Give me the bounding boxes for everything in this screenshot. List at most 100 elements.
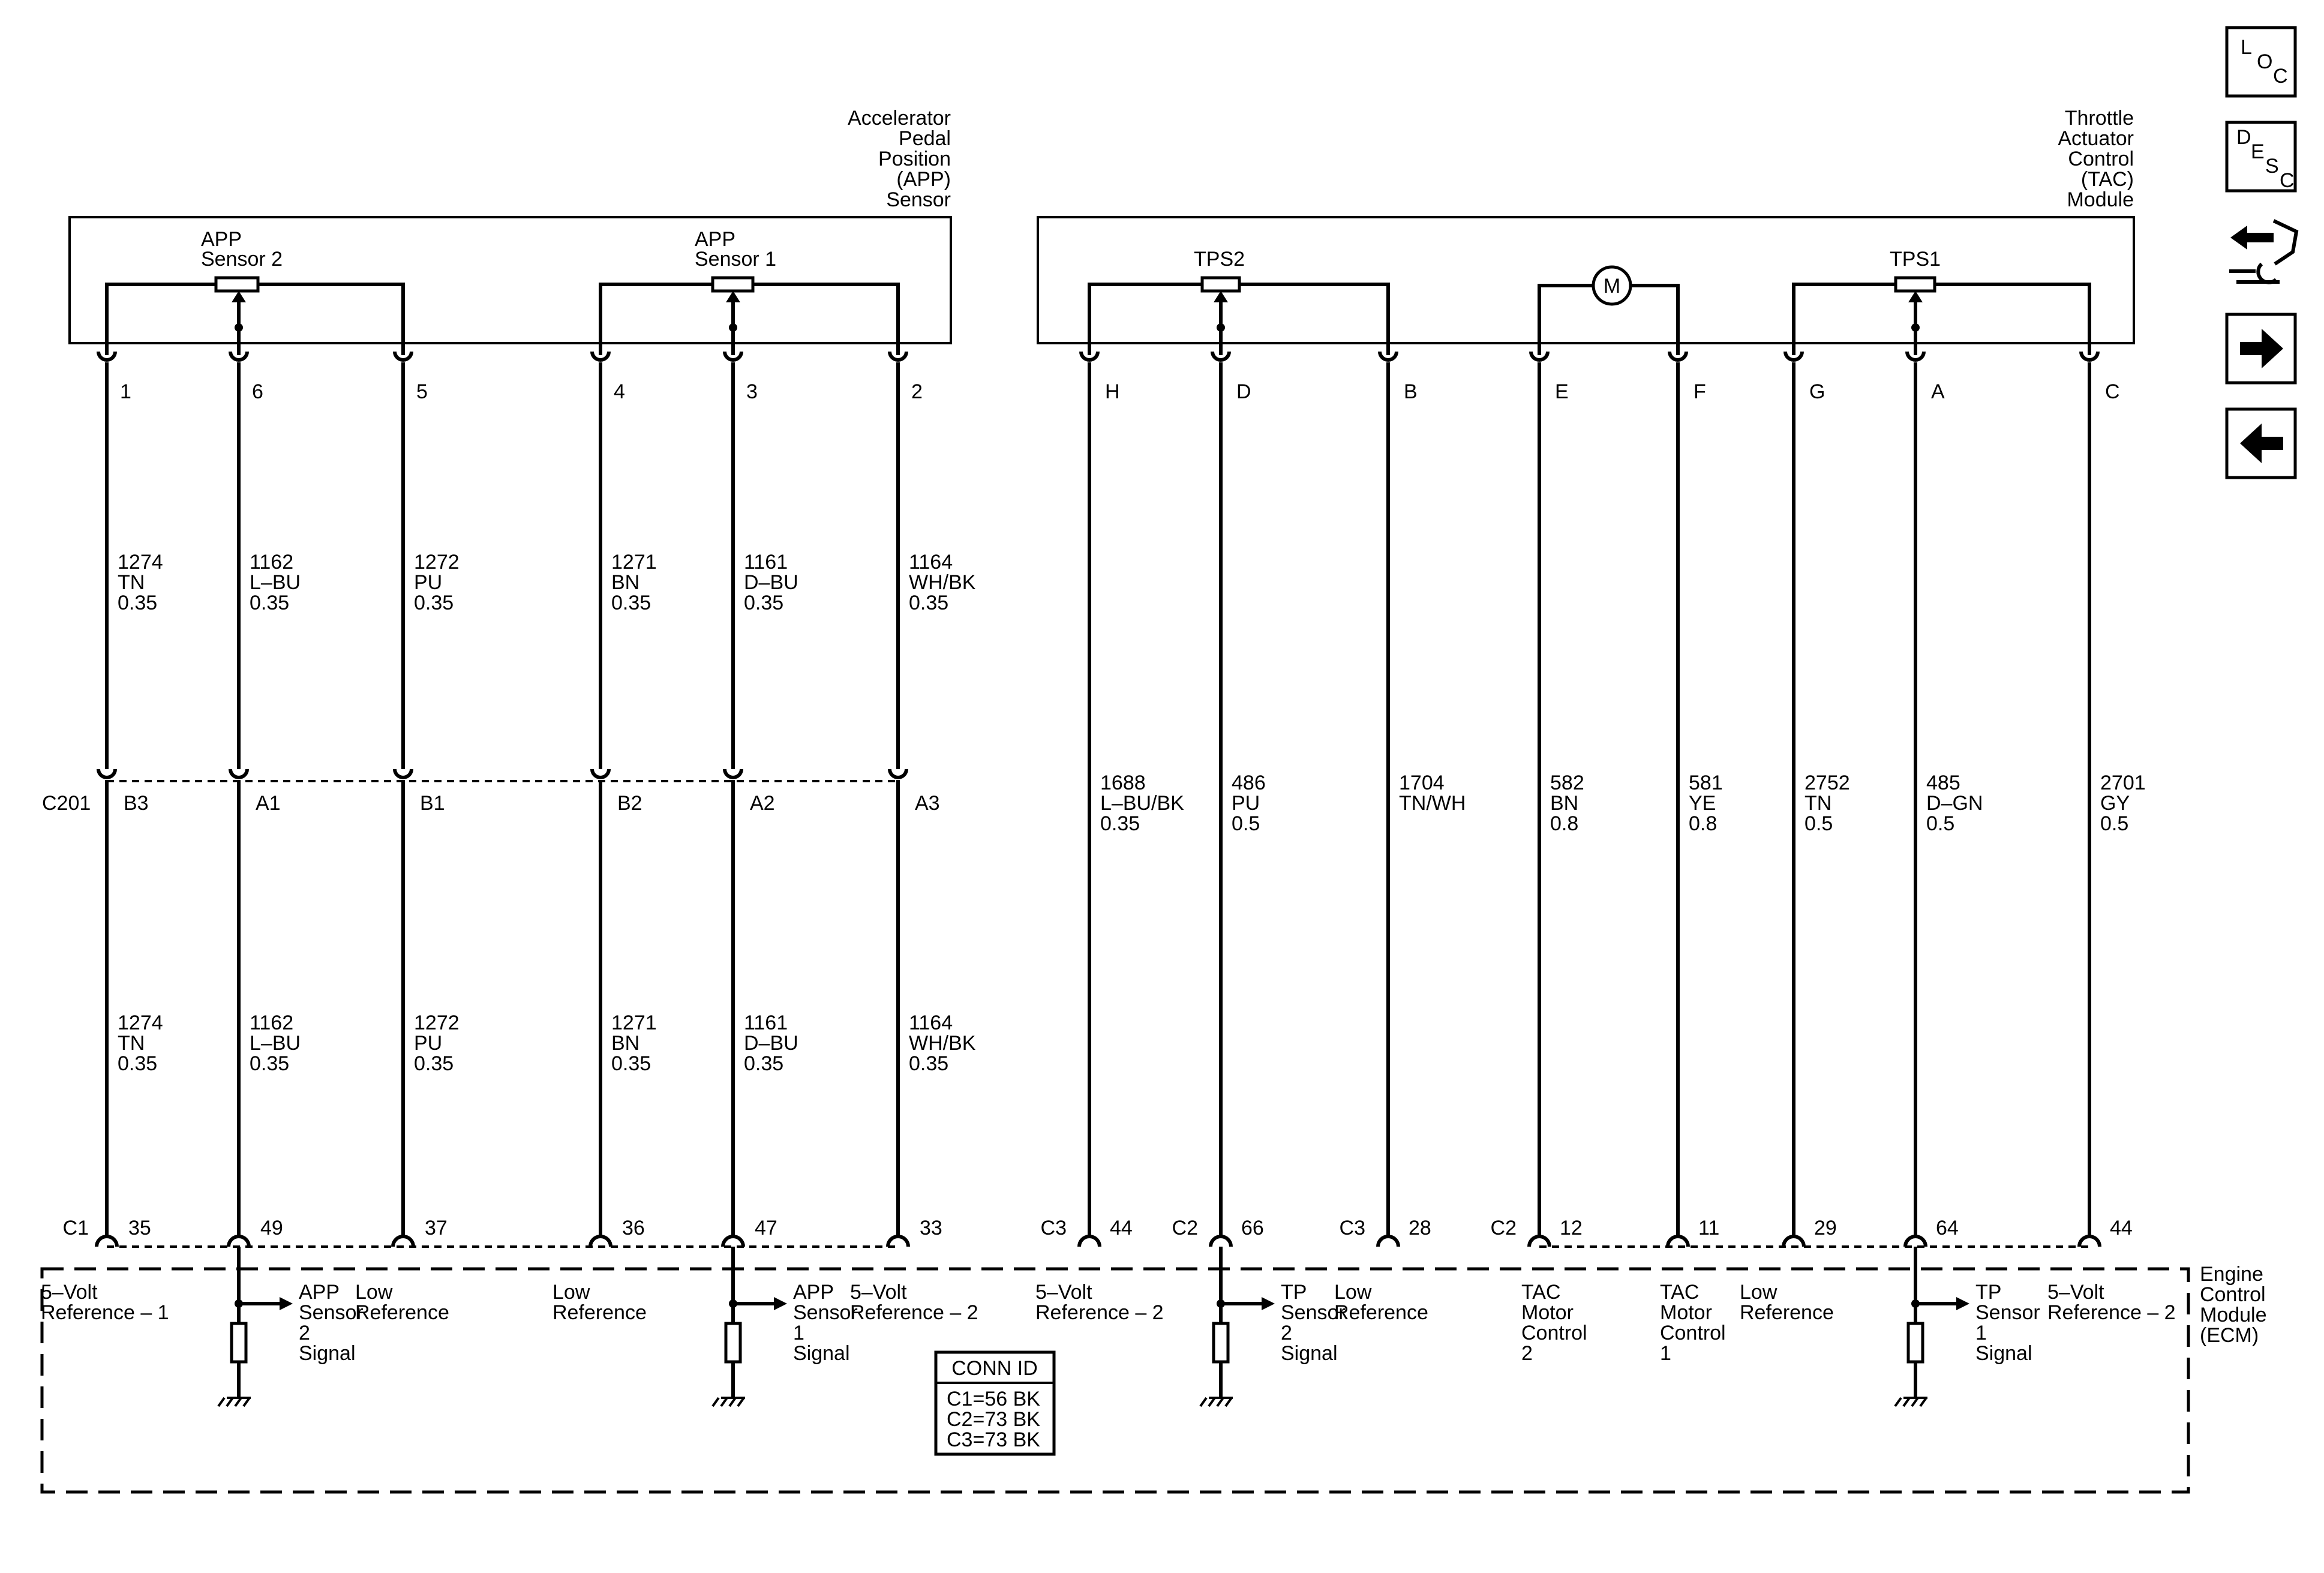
conn-id-line-2: C2=73 BK [947, 1408, 1040, 1431]
app-circuit-pin-4-upper-wire-label-line-3: 0.35 [611, 592, 651, 614]
loc-icon: L O C [2241, 36, 2288, 88]
tac-circuit-pin-G-ecm-terminal [1782, 1235, 1806, 1247]
app-circuit-pin-2-lower-wire-label-line-2: WH/BK [909, 1032, 976, 1055]
app-circuit-pin-2-upper-wire-label-line-3: 0.35 [909, 592, 948, 614]
tac-circuit-pin-A-terminal [1905, 351, 1926, 362]
app-circuit-pin-6-function-label-line-4: Signal [299, 1342, 356, 1365]
ecm-app1-signal-circuit [711, 1247, 787, 1407]
tac-circuit-pin-E-function-label-line-3: Control [1521, 1322, 1587, 1344]
loc-button[interactable]: L O C [2225, 26, 2297, 98]
tac-circuit-pin-F-wire-label-line-3: 0.8 [1689, 812, 1717, 835]
app-circuit-pin-5-pin-label: 5 [416, 380, 428, 403]
app-circuit-pin-3-function-label-line-2: Sensor [793, 1301, 858, 1324]
next-page-button[interactable] [2225, 313, 2297, 385]
app-circuit-pin-3-ecm-terminal [721, 1235, 745, 1247]
app-circuit-pin-5-ecm-pin-label: 37 [425, 1217, 448, 1239]
connector-end-view-button[interactable] [2229, 219, 2299, 284]
tps1-label: TPS1 [1890, 248, 1941, 271]
app-circuit-pin-1-c201-terminal [97, 769, 117, 779]
app-circuit-pin-1-lower-wire-label-line-3: 0.35 [118, 1052, 157, 1075]
tac-circuit-pin-D-function-label-line-4: Signal [1281, 1342, 1338, 1365]
tac-circuit-pin-F-ecm-pin-label: 11 [1698, 1217, 1719, 1239]
app-circuit-pin-2-function-label-line-1: 5–Volt [850, 1281, 907, 1304]
app-circuit-pin-6-lower-wire-label-line-3: 0.35 [250, 1052, 289, 1075]
app-circuit-pin-5-terminal [393, 351, 413, 362]
app-circuit-pin-1-pin-label: 1 [120, 380, 131, 403]
ecm-component: Engine Control Module (ECM) CONN ID C1=5… [40, 1247, 2267, 1494]
app-sensor-1-label-2: Sensor 1 [695, 248, 776, 271]
tac-circuit-pin-G-function-label-line-1: Low [1740, 1281, 1777, 1304]
ecm-app2-signal-circuit [217, 1247, 293, 1407]
app-sensor-label-2: Pedal [899, 127, 951, 150]
tac-circuit-pin-A-wire-label-line-1: 485 [1926, 772, 1960, 794]
desc-letter-s: S [2265, 155, 2279, 178]
app-circuit-pin-5-function-label-line-2: Reference [355, 1301, 449, 1324]
arrow-left-icon [2240, 424, 2283, 463]
app-circuit-pin-4-terminal [590, 351, 611, 362]
tac-circuit-pin-D-function-label-line-2: Sensor [1281, 1301, 1346, 1324]
app-circuit-pin-4-upper-wire-label-line-2: BN [611, 571, 639, 594]
tac-circuit-pin-C-function-label-line-2: Reference – 2 [2047, 1301, 2176, 1324]
app-circuit-pin-3-lower-wire-label-line-3: 0.35 [744, 1052, 783, 1075]
tac-circuit-pin-A-pin-label: A [1931, 380, 1945, 403]
app-circuit-pin-6-pin-label: 6 [252, 380, 263, 403]
app-circuit-pin-4-ecm-pin-label: 36 [622, 1217, 645, 1239]
tac-circuit-pin-H-ecm-terminal [1077, 1235, 1101, 1247]
tac-module-label-2: Actuator [2058, 127, 2134, 150]
conn-id-line-1: C1=56 BK [947, 1388, 1040, 1410]
app-sensor-component: Accelerator Pedal Position (APP) Sensor … [68, 107, 952, 355]
desc-button[interactable]: D E S C [2225, 121, 2297, 193]
app-circuit-pin-5-ecm-terminal [391, 1235, 415, 1247]
desc-icon: D E S C [2236, 126, 2295, 192]
tac-circuit-pin-F-function-label-line-3: Control [1660, 1322, 1726, 1344]
app-circuit-pin-3-upper-wire-label-line-3: 0.35 [744, 592, 783, 614]
app-sensor-label-4: (APP) [896, 168, 951, 191]
tac-circuit-pin-F-pin-label: F [1694, 380, 1706, 403]
app-sensor-2-label-1: APP [201, 228, 242, 251]
app-circuit-pin-4-upper-wire-label-line-1: 1271 [611, 551, 657, 574]
app-circuit-pin-5-lower-wire-label-line-1: 1272 [414, 1011, 460, 1034]
ecm-label-4: (ECM) [2200, 1324, 2259, 1347]
app-circuit-pin-3-pin-label: 3 [746, 380, 758, 403]
app-circuit-pin-4-pin-label: 4 [614, 380, 625, 403]
app-sensor-2-potentiometer: APP Sensor 2 [105, 228, 405, 355]
arrow-right-icon [2240, 329, 2283, 368]
tac-circuit-pin-B-function-label-line-1: Low [1334, 1281, 1372, 1304]
app-circuit-pin-2-upper-wire-label-line-2: WH/BK [909, 571, 976, 594]
tac-circuit-pin-E-wire-label-line-3: 0.8 [1550, 812, 1578, 835]
tac-circuit-pin-H-wire-label-line-2: L–BU/BK [1100, 792, 1184, 815]
app-circuit-pin-1-function-label-line-2: Reference – 1 [41, 1301, 169, 1324]
connector-wrench-icon [2229, 219, 2299, 284]
tac-circuit-pin-C-function-label-line-1: 5–Volt [2047, 1281, 2104, 1304]
tac-circuit-pin-F-ecm-terminal [1666, 1235, 1690, 1247]
app-sensor-1-potentiometer: APP Sensor 1 [599, 228, 900, 355]
app-circuit-pin-3-lower-wire-label-line-2: D–BU [744, 1032, 798, 1055]
tac-circuit-pin-A-ecm-pin-label: 64 [1936, 1217, 1959, 1239]
app-circuit-pin-1-ecm-terminal [95, 1235, 119, 1247]
app-sensor-label-5: Sensor [886, 188, 951, 211]
tac-circuit-pin-C-wire-label-line-3: 0.5 [2100, 812, 2128, 835]
conn-id-box: CONN ID C1=56 BK C2=73 BK C3=73 BK [934, 1350, 1056, 1456]
app-circuit-pin-2-upper-wire-label-line-1: 1164 [909, 551, 953, 574]
tac-circuit-pin-H-terminal [1079, 351, 1100, 362]
app-circuit-pin-2-lower-wire-label-line-1: 1164 [909, 1011, 953, 1034]
app-circuit-pin-2-c201-terminal [888, 769, 908, 779]
tac-circuit-pin-A-function-label-line-1: TP [1975, 1281, 2001, 1304]
tac-circuit-pin-D-ecm-terminal [1209, 1235, 1233, 1247]
app-circuit-pin-6-function-label-line-3: 2 [299, 1322, 310, 1344]
app-sensor-2-label-2: Sensor 2 [201, 248, 283, 271]
app-circuit-pin-4-c201-pin-label: B2 [617, 792, 642, 815]
tac-circuit-pin-H-function-label-line-2: Reference – 2 [1035, 1301, 1164, 1324]
app-circuit-pin-1-upper-wire-label-line-2: TN [118, 571, 145, 594]
app-circuit-pin-2-terminal [888, 351, 908, 362]
app-circuit-pin-2-ecm-terminal [886, 1235, 910, 1247]
tac-circuit-pin-A-wire-label-line-2: D–GN [1926, 792, 1983, 815]
previous-page-button[interactable] [2225, 407, 2297, 479]
desc-letter-c: C [2280, 169, 2295, 192]
tac-circuit-pin-D-ecm-connector-label: C2 [1172, 1217, 1198, 1239]
app-circuit-pin-3-terminal [723, 351, 743, 362]
app-circuit-pin-1-ecm-connector-label: C1 [63, 1217, 89, 1239]
conn-id-line-3: C3=73 BK [947, 1428, 1040, 1451]
app-circuit-pin-2-c201-pin-label: A3 [915, 792, 940, 815]
